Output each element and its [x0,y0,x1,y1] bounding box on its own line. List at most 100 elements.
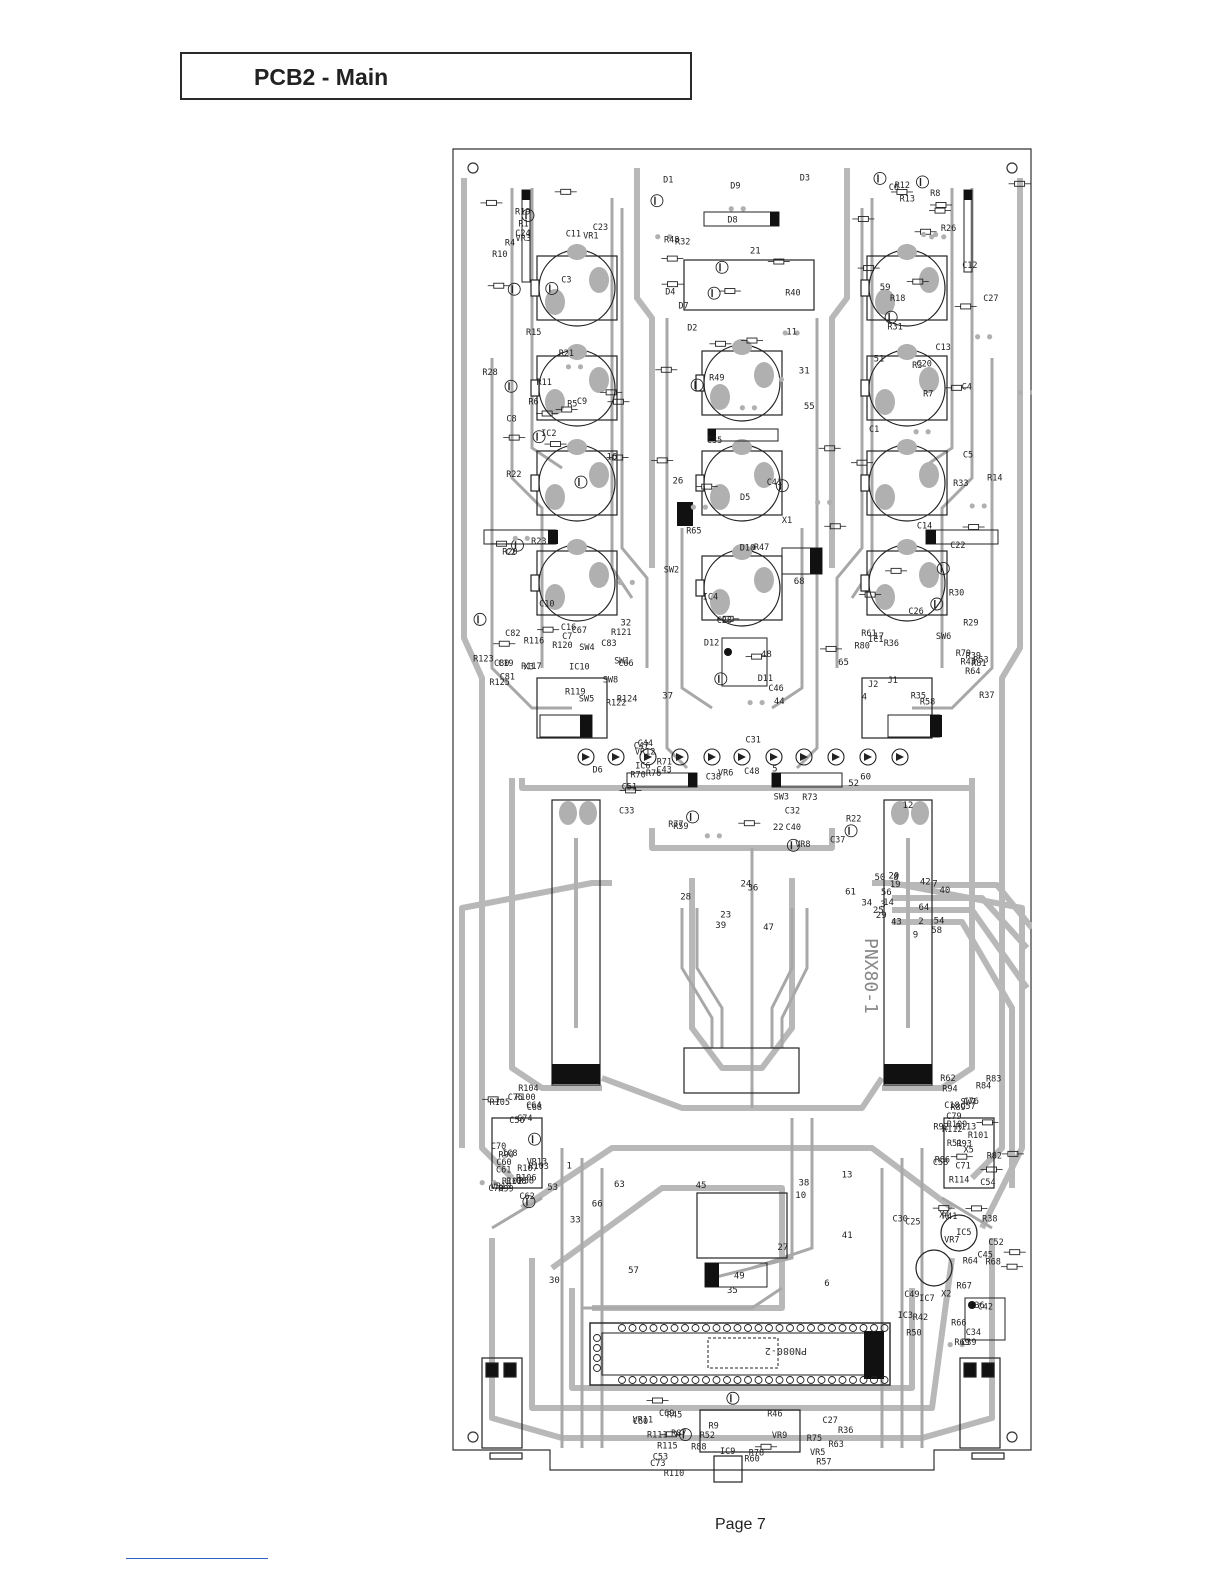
component-label: R82 [987,1152,1002,1162]
mounting-hole [467,1431,479,1443]
component-label: R38 [982,1215,997,1225]
component-label: X1 [782,516,792,526]
component-label: C75 [508,1093,523,1103]
component-label: C56 [509,1116,524,1126]
net-label: 57 [628,1266,639,1276]
component-label: R36 [884,639,899,649]
net-label: 52 [848,779,859,789]
component-label: R112 [942,1125,962,1135]
component-label: IC3 [898,1311,913,1321]
component-label: C66 [618,659,633,669]
component-label: C31 [746,736,761,746]
net-label: 60 [860,773,871,783]
component-label: VR1 [583,231,598,241]
net-label: 12 [903,801,914,811]
component-label: R113 [956,1123,976,1133]
net-label: 61 [845,887,856,897]
component-label: J1 [888,676,898,686]
component-label: X5 [964,1145,974,1155]
net-label: 2 [918,917,923,927]
component-label: C83 [601,639,616,649]
component-label: R58 [920,697,935,707]
component-label: X2 [941,1290,951,1300]
component-label: C48 [744,767,759,777]
net-label: 55 [804,402,815,412]
net-label: 20 [888,871,899,881]
component-label: R22 [846,815,861,825]
component-label: R22 [506,470,521,480]
net-label: 54 [934,916,945,926]
net-label: 41 [842,1231,853,1241]
component-label: D2 [687,324,697,334]
component-label: R116 [524,637,544,647]
component-label: C80 [494,659,509,669]
net-labels: 1714109168121112131921243029373641404447… [547,246,950,1296]
component-label: C11 [566,230,581,240]
component-label: R19 [515,208,530,218]
component-label: R77 [668,820,683,830]
component-label: D1 [663,176,673,186]
component-label: C54 [980,1178,995,1188]
slider-vr5 [551,799,601,1086]
component-label: VR12 [635,747,655,757]
net-label: 64 [919,903,930,913]
component-label: C7 [562,632,572,642]
component-label: R81 [971,659,986,669]
component-label: R101 [968,1131,988,1141]
component-label: R111 [647,1430,667,1440]
component-label: C9 [577,397,587,407]
net-label: 25 [873,906,884,916]
component-label: R49 [709,374,724,384]
component-label: R12 [895,181,910,191]
component-label: R99 [498,1185,513,1195]
small-components [473,171,1035,1450]
component-label: C6 [889,183,899,193]
component-label: R107 [517,1164,537,1174]
component-label: R109 [947,1120,967,1130]
component-label: C22 [950,541,965,551]
component-label: R59 [673,822,688,832]
component-label: VR10 [491,1182,511,1192]
component-label: R37 [979,691,994,701]
component-label: C49 [904,1290,919,1300]
footer-rule [126,1558,268,1559]
component-label: C73 [650,1459,665,1469]
component-label: R93 [957,1140,972,1150]
component-label: R92 [933,1123,948,1133]
component-label: VR7 [944,1236,959,1246]
component-label: C30 [893,1214,908,1224]
component-label: C42 [978,1303,993,1313]
net-label: 39 [715,921,726,931]
component-label: R4 [505,238,515,248]
component-label: R51 [947,1139,962,1149]
net-label: 17 [873,632,884,642]
net-label: 9 [913,930,918,940]
component-label: R69 [954,1338,969,1348]
net-label: 13 [842,1170,853,1180]
component-label: IC1 [868,635,883,645]
component-label: C58 [933,1158,948,1168]
page-title: PCB2 - Main [254,64,389,90]
component-label: R20 [502,548,517,558]
net-label: 23 [720,911,731,921]
component-label: R18 [890,294,905,304]
component-label: R110 [664,1469,684,1479]
component-label: R50 [906,1328,921,1338]
jacks [481,1357,1005,1483]
component-label: C33 [619,807,634,817]
component-label: C25 [905,1218,920,1228]
component-label: R9 [709,1422,719,1432]
component-label: C34 [966,1328,981,1338]
net-label: 32 [620,618,631,628]
component-label: R36 [838,1426,853,1436]
title-box: PCB2 - Main [180,52,692,100]
component-label: IC5 [956,1228,971,1238]
display-label: PN080-2 [765,1345,807,1356]
net-label: 29 [876,911,887,921]
component-label: C44 [638,739,653,749]
component-label: C53 [653,1452,668,1462]
component-label: C45 [978,1251,993,1261]
component-label: R41 [942,1212,957,1222]
component-label: C60 [496,1158,511,1168]
